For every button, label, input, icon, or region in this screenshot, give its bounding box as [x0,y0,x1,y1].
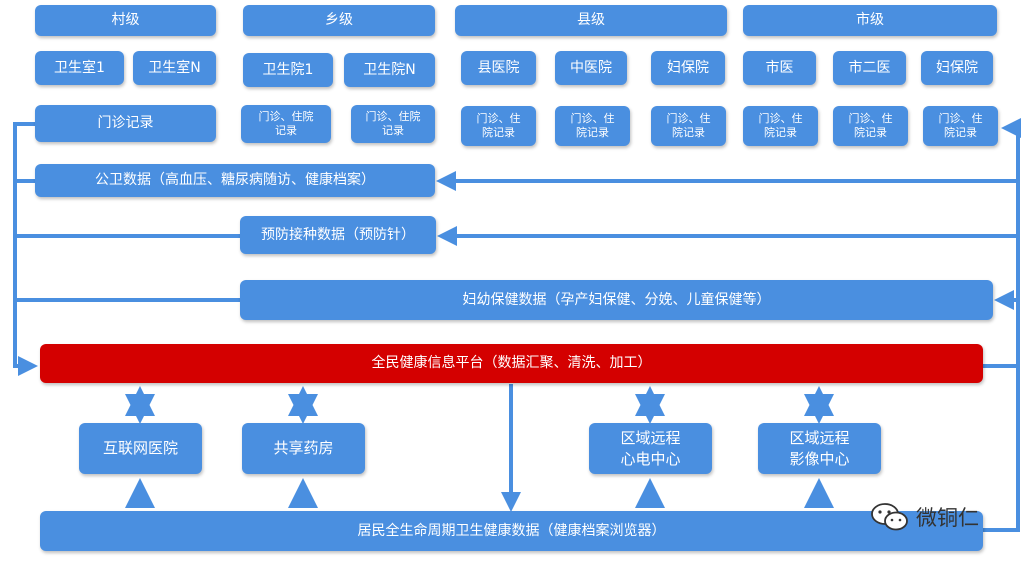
facility-clinic-1: 卫生室1 [35,51,124,85]
watermark-text: 微铜仁 [916,506,979,530]
facility-hospital-n: 卫生院N [344,53,435,87]
facility-hospital-1: 卫生院1 [243,53,333,87]
remote-ecg-center-box: 区域远程 心电中心 [589,423,712,474]
facility-clinic-n: 卫生室N [133,51,216,85]
facility-city-hospital: 市医 [743,51,816,85]
record-village-outpatient: 门诊记录 [35,105,216,142]
left-feed-line [13,122,38,376]
public-health-data-bar: 公卫数据（高血压、糖尿病随访、健康档案） [35,164,435,197]
facility-city-mch: 妇保院 [921,51,993,85]
tier-village: 村级 [35,5,216,36]
record-city-mch: 门诊、住 院记录 [923,106,998,146]
right-feedback-line [983,118,1021,532]
tier-city: 市级 [743,5,997,36]
national-health-platform: 全民健康信息平台（数据汇聚、清洗、加工） [40,344,983,383]
shared-pharmacy-box: 共享药房 [242,423,365,474]
tier-county: 县级 [455,5,727,36]
record-township-1: 门诊、住院 记录 [241,105,331,143]
tier-township: 乡级 [243,5,435,36]
vaccination-data-bar: 预防接种数据（预防针） [240,216,436,254]
facility-tcm-hospital: 中医院 [555,51,627,85]
facility-city-second-hospital: 市二医 [833,51,906,85]
internet-hospital-box: 互联网医院 [79,423,202,474]
wechat-icon [871,503,908,531]
maternal-child-data-bar: 妇幼保健数据（孕产妇保健、分娩、儿童保健等） [240,280,993,320]
record-county-mch: 门诊、住 院记录 [651,106,726,146]
watermark: 微铜仁 [870,500,1000,534]
lifecycle-health-data-bar: 居民全生命周期卫生健康数据（健康档案浏览器） [40,511,983,551]
record-township-n: 门诊、住院 记录 [351,105,435,143]
facility-county-mch: 妇保院 [651,51,725,85]
facility-county-hospital: 县医院 [461,51,536,85]
record-city-hospital: 门诊、住 院记录 [743,106,818,146]
remote-imaging-center-box: 区域远程 影像中心 [758,423,881,474]
record-city-second-hospital: 门诊、住 院记录 [833,106,908,146]
record-tcm-hospital: 门诊、住 院记录 [555,106,630,146]
record-county-hospital: 门诊、住 院记录 [461,106,536,146]
